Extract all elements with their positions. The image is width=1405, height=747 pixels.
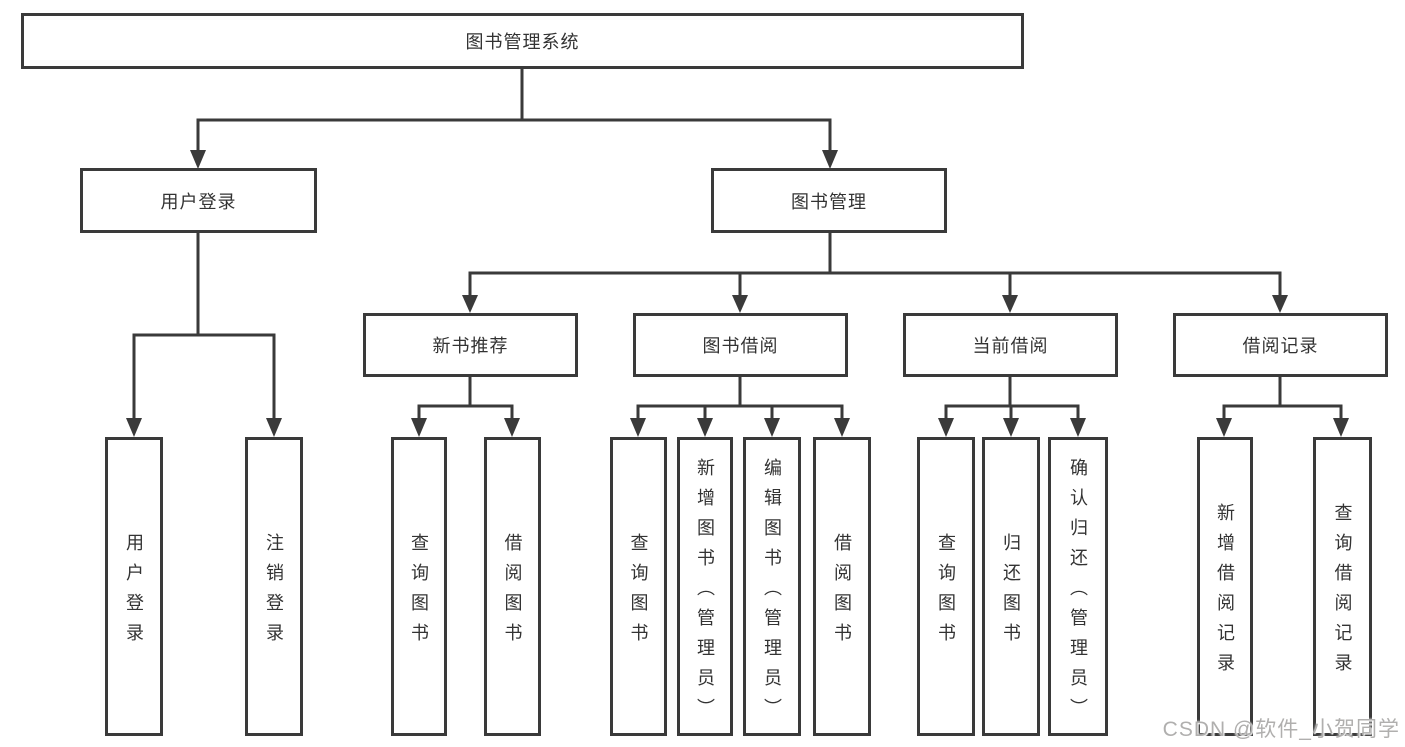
node-current-borrow: 当前借阅 bbox=[903, 313, 1118, 377]
arrowhead bbox=[697, 418, 713, 437]
leaf-user-login-label: 用户登录 bbox=[124, 532, 144, 653]
arrowhead bbox=[1070, 418, 1086, 437]
arrowhead bbox=[266, 418, 282, 437]
leaf-borrow-query-label: 查询图书 bbox=[628, 532, 649, 653]
leaf-newbook-query-label: 查询图书 bbox=[409, 532, 429, 653]
arrowhead bbox=[1216, 418, 1232, 437]
connector-new-book-to-leaves bbox=[411, 375, 520, 437]
node-user-login-label: 用户登录 bbox=[160, 191, 237, 212]
leaf-logout-label: 注销登录 bbox=[264, 532, 284, 653]
leaf-borrow-edit-admin-label: 编辑图书（管理员） bbox=[762, 457, 782, 728]
connector-borrow-records-to-leaves bbox=[1216, 375, 1349, 437]
arrowhead bbox=[411, 418, 427, 437]
node-new-book-recommend: 新书推荐 bbox=[363, 313, 578, 377]
arrowhead bbox=[630, 418, 646, 437]
connector-book-borrow-to-leaves bbox=[630, 375, 850, 437]
node-user-login: 用户登录 bbox=[80, 168, 317, 233]
arrowhead bbox=[822, 150, 838, 169]
leaf-borrow-add-admin: 新增图书（管理员） bbox=[677, 437, 733, 736]
node-book-management: 图书管理 bbox=[711, 168, 947, 233]
arrowhead bbox=[1003, 418, 1019, 437]
leaf-borrow-book: 借阅图书 bbox=[813, 437, 871, 736]
node-book-management-label: 图书管理 bbox=[791, 191, 867, 212]
leaf-records-add-label: 新增借阅记录 bbox=[1215, 502, 1235, 683]
leaf-newbook-borrow-label: 借阅图书 bbox=[502, 532, 523, 653]
node-book-borrow-label: 图书借阅 bbox=[702, 336, 779, 356]
arrowhead bbox=[504, 418, 520, 437]
leaf-newbook-borrow: 借阅图书 bbox=[484, 437, 541, 736]
leaf-records-query: 查询借阅记录 bbox=[1313, 437, 1372, 736]
arrowhead bbox=[1333, 418, 1349, 437]
arrowhead bbox=[1272, 295, 1288, 313]
node-borrow-records-label: 借阅记录 bbox=[1242, 336, 1319, 356]
node-borrow-records: 借阅记录 bbox=[1173, 313, 1388, 377]
leaf-current-return-label: 归还图书 bbox=[1001, 532, 1021, 653]
node-new-book-recommend-label: 新书推荐 bbox=[432, 336, 509, 356]
leaf-user-login: 用户登录 bbox=[105, 437, 163, 736]
node-root: 图书管理系统 bbox=[21, 13, 1024, 69]
connector-user-login-to-leaves bbox=[126, 231, 282, 437]
node-current-borrow-label: 当前借阅 bbox=[972, 336, 1049, 356]
arrowhead bbox=[190, 150, 206, 169]
leaf-current-confirm-admin-label: 确认归还（管理员） bbox=[1068, 457, 1088, 728]
leaf-logout: 注销登录 bbox=[245, 437, 303, 736]
leaf-current-query: 查询图书 bbox=[917, 437, 975, 736]
watermark: CSDN @软件_小贺同学 bbox=[1162, 718, 1400, 741]
arrowhead bbox=[1002, 295, 1018, 313]
node-book-borrow: 图书借阅 bbox=[633, 313, 848, 377]
arrowhead bbox=[732, 295, 748, 313]
leaf-current-return: 归还图书 bbox=[982, 437, 1040, 736]
arrowhead bbox=[938, 418, 954, 437]
leaf-borrow-add-admin-label: 新增图书（管理员） bbox=[695, 457, 715, 728]
leaf-current-query-label: 查询图书 bbox=[936, 532, 956, 653]
leaf-borrow-book-label: 借阅图书 bbox=[832, 532, 852, 653]
arrowhead bbox=[764, 418, 780, 437]
leaf-borrow-edit-admin: 编辑图书（管理员） bbox=[743, 437, 801, 736]
leaf-records-add: 新增借阅记录 bbox=[1197, 437, 1253, 736]
arrowhead bbox=[126, 418, 142, 437]
leaf-newbook-query: 查询图书 bbox=[391, 437, 447, 736]
connector-current-borrow-to-leaves bbox=[938, 375, 1086, 437]
leaf-records-query-label: 查询借阅记录 bbox=[1332, 502, 1353, 683]
connector-book-mgmt-to-level3 bbox=[462, 231, 1288, 313]
arrowhead bbox=[834, 418, 850, 437]
leaf-borrow-query: 查询图书 bbox=[610, 437, 667, 736]
leaf-current-confirm-admin: 确认归还（管理员） bbox=[1048, 437, 1108, 736]
connector-root-to-level2 bbox=[190, 67, 838, 169]
node-root-label: 图书管理系统 bbox=[465, 32, 580, 52]
arrowhead bbox=[462, 295, 478, 313]
